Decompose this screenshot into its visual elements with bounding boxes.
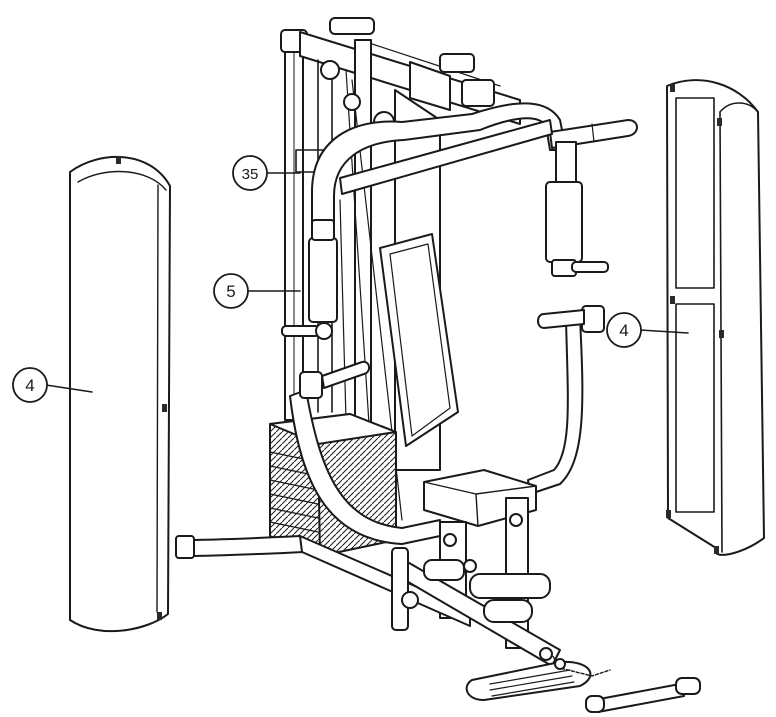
callout-label-4-right: 4 bbox=[619, 321, 628, 340]
press-arm bbox=[281, 102, 638, 340]
callout-leaders bbox=[45, 172, 689, 393]
arm-sleeve-right bbox=[545, 181, 583, 263]
base-frame bbox=[175, 535, 701, 713]
callout-label-4-left: 4 bbox=[25, 376, 34, 395]
shroud-right bbox=[666, 79, 765, 556]
butterfly-arm-left bbox=[289, 360, 441, 545]
callout-label-35: 35 bbox=[242, 166, 259, 183]
back-pad bbox=[379, 233, 459, 447]
butterfly-arm-right bbox=[527, 305, 605, 495]
arm-sleeve-left bbox=[308, 237, 338, 323]
callout-label-5: 5 bbox=[226, 282, 235, 301]
shroud-left bbox=[69, 155, 171, 633]
callout-shroud-right: 4 bbox=[606, 312, 642, 348]
callout-upright: 5 bbox=[213, 273, 249, 309]
callout-shroud-left: 4 bbox=[12, 367, 48, 403]
callout-bracket: 35 bbox=[232, 155, 268, 191]
